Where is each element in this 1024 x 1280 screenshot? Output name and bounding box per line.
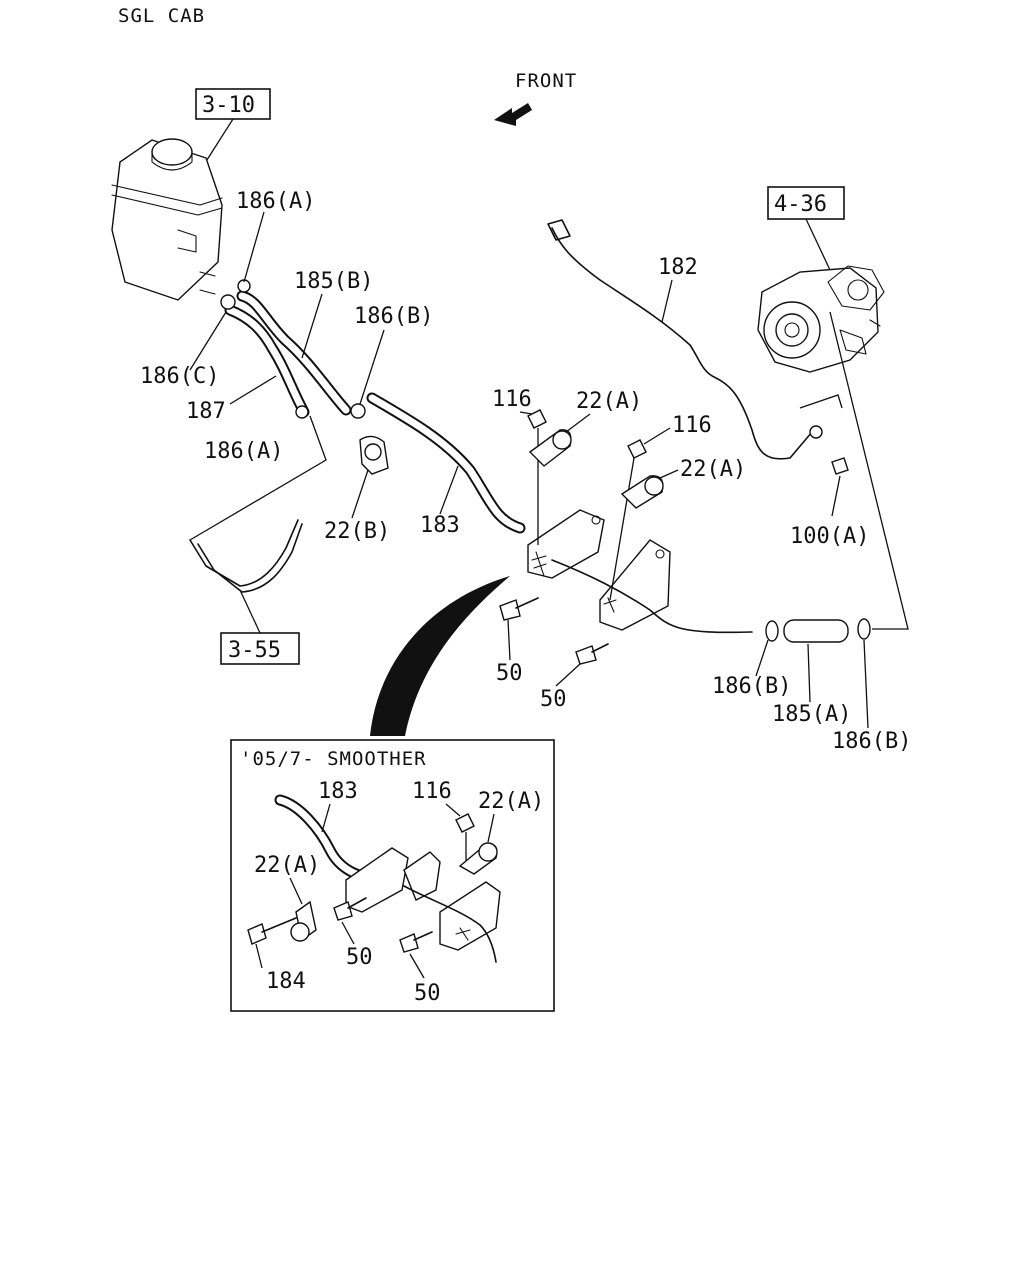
label-50-b: 50 — [540, 687, 567, 712]
reference-3-55-label: 3-55 — [228, 638, 281, 663]
front-direction-indicator: FRONT — [494, 70, 577, 126]
label-186b-right: 186(B) — [832, 729, 911, 754]
inset-label-50-b: 50 — [414, 981, 441, 1006]
inset-detail: '05/7- SMOOTHER 183 116 22(A) 22(A) — [230, 739, 555, 1012]
inset-label-184: 184 — [266, 969, 306, 994]
inset-callout-arrow — [370, 576, 510, 736]
bolt-50-a — [499, 597, 539, 621]
reference-3-55[interactable]: 3-55 — [220, 589, 300, 665]
reservoir-tank — [111, 138, 223, 301]
steering-pump — [757, 265, 885, 373]
label-185b: 185(B) — [294, 269, 373, 294]
reference-4-36-label: 4-36 — [774, 192, 827, 217]
label-100a: 100(A) — [790, 524, 869, 549]
inset-title: '05/7- SMOOTHER — [240, 748, 427, 770]
reference-4-36[interactable]: 4-36 — [767, 186, 845, 271]
label-50-a: 50 — [496, 661, 523, 686]
label-187: 187 — [186, 399, 226, 424]
mounting-bracket — [527, 509, 753, 634]
hose-183 — [366, 392, 526, 534]
reference-3-10[interactable]: 3-10 — [195, 88, 271, 164]
inset-label-183: 183 — [318, 779, 358, 804]
label-182: 182 — [658, 255, 698, 280]
tube-182 — [547, 219, 823, 460]
front-arrow-icon — [494, 103, 532, 126]
label-186a-top: 186(A) — [236, 189, 315, 214]
nut-clamp-116-22a-lower — [609, 439, 664, 601]
front-label: FRONT — [515, 70, 577, 92]
part-labels: 186(A) 185(B) 186(B) 186(C) 187 186(A) 1… — [140, 189, 911, 754]
label-186b-mid: 186(B) — [712, 674, 791, 699]
nut-clamp-116-22a-upper — [527, 409, 572, 545]
label-22a-b: 22(A) — [680, 457, 746, 482]
reference-3-10-label: 3-10 — [202, 93, 255, 118]
label-183: 183 — [420, 513, 460, 538]
cab-type-label: SGL CAB — [118, 5, 205, 27]
inset-label-116: 116 — [412, 779, 452, 804]
nut-100a — [831, 457, 849, 475]
inset-label-50-a: 50 — [346, 945, 373, 970]
inset-label-22a-right: 22(A) — [478, 789, 544, 814]
label-186c: 186(C) — [140, 364, 219, 389]
label-22b: 22(B) — [324, 519, 390, 544]
hose-assembly-upper — [220, 279, 366, 419]
label-185a: 185(A) — [772, 702, 851, 727]
inset-label-22a-left: 22(A) — [254, 853, 320, 878]
clamp-22b — [359, 435, 389, 475]
label-22a-a: 22(A) — [576, 389, 642, 414]
label-116-a: 116 — [492, 387, 532, 412]
label-186a-low: 186(A) — [204, 439, 283, 464]
hose-185a — [765, 618, 871, 643]
label-186b-top: 186(B) — [354, 304, 433, 329]
pipe-3-55 — [189, 415, 327, 593]
label-116-b: 116 — [672, 413, 712, 438]
bolt-50-b — [575, 643, 609, 665]
